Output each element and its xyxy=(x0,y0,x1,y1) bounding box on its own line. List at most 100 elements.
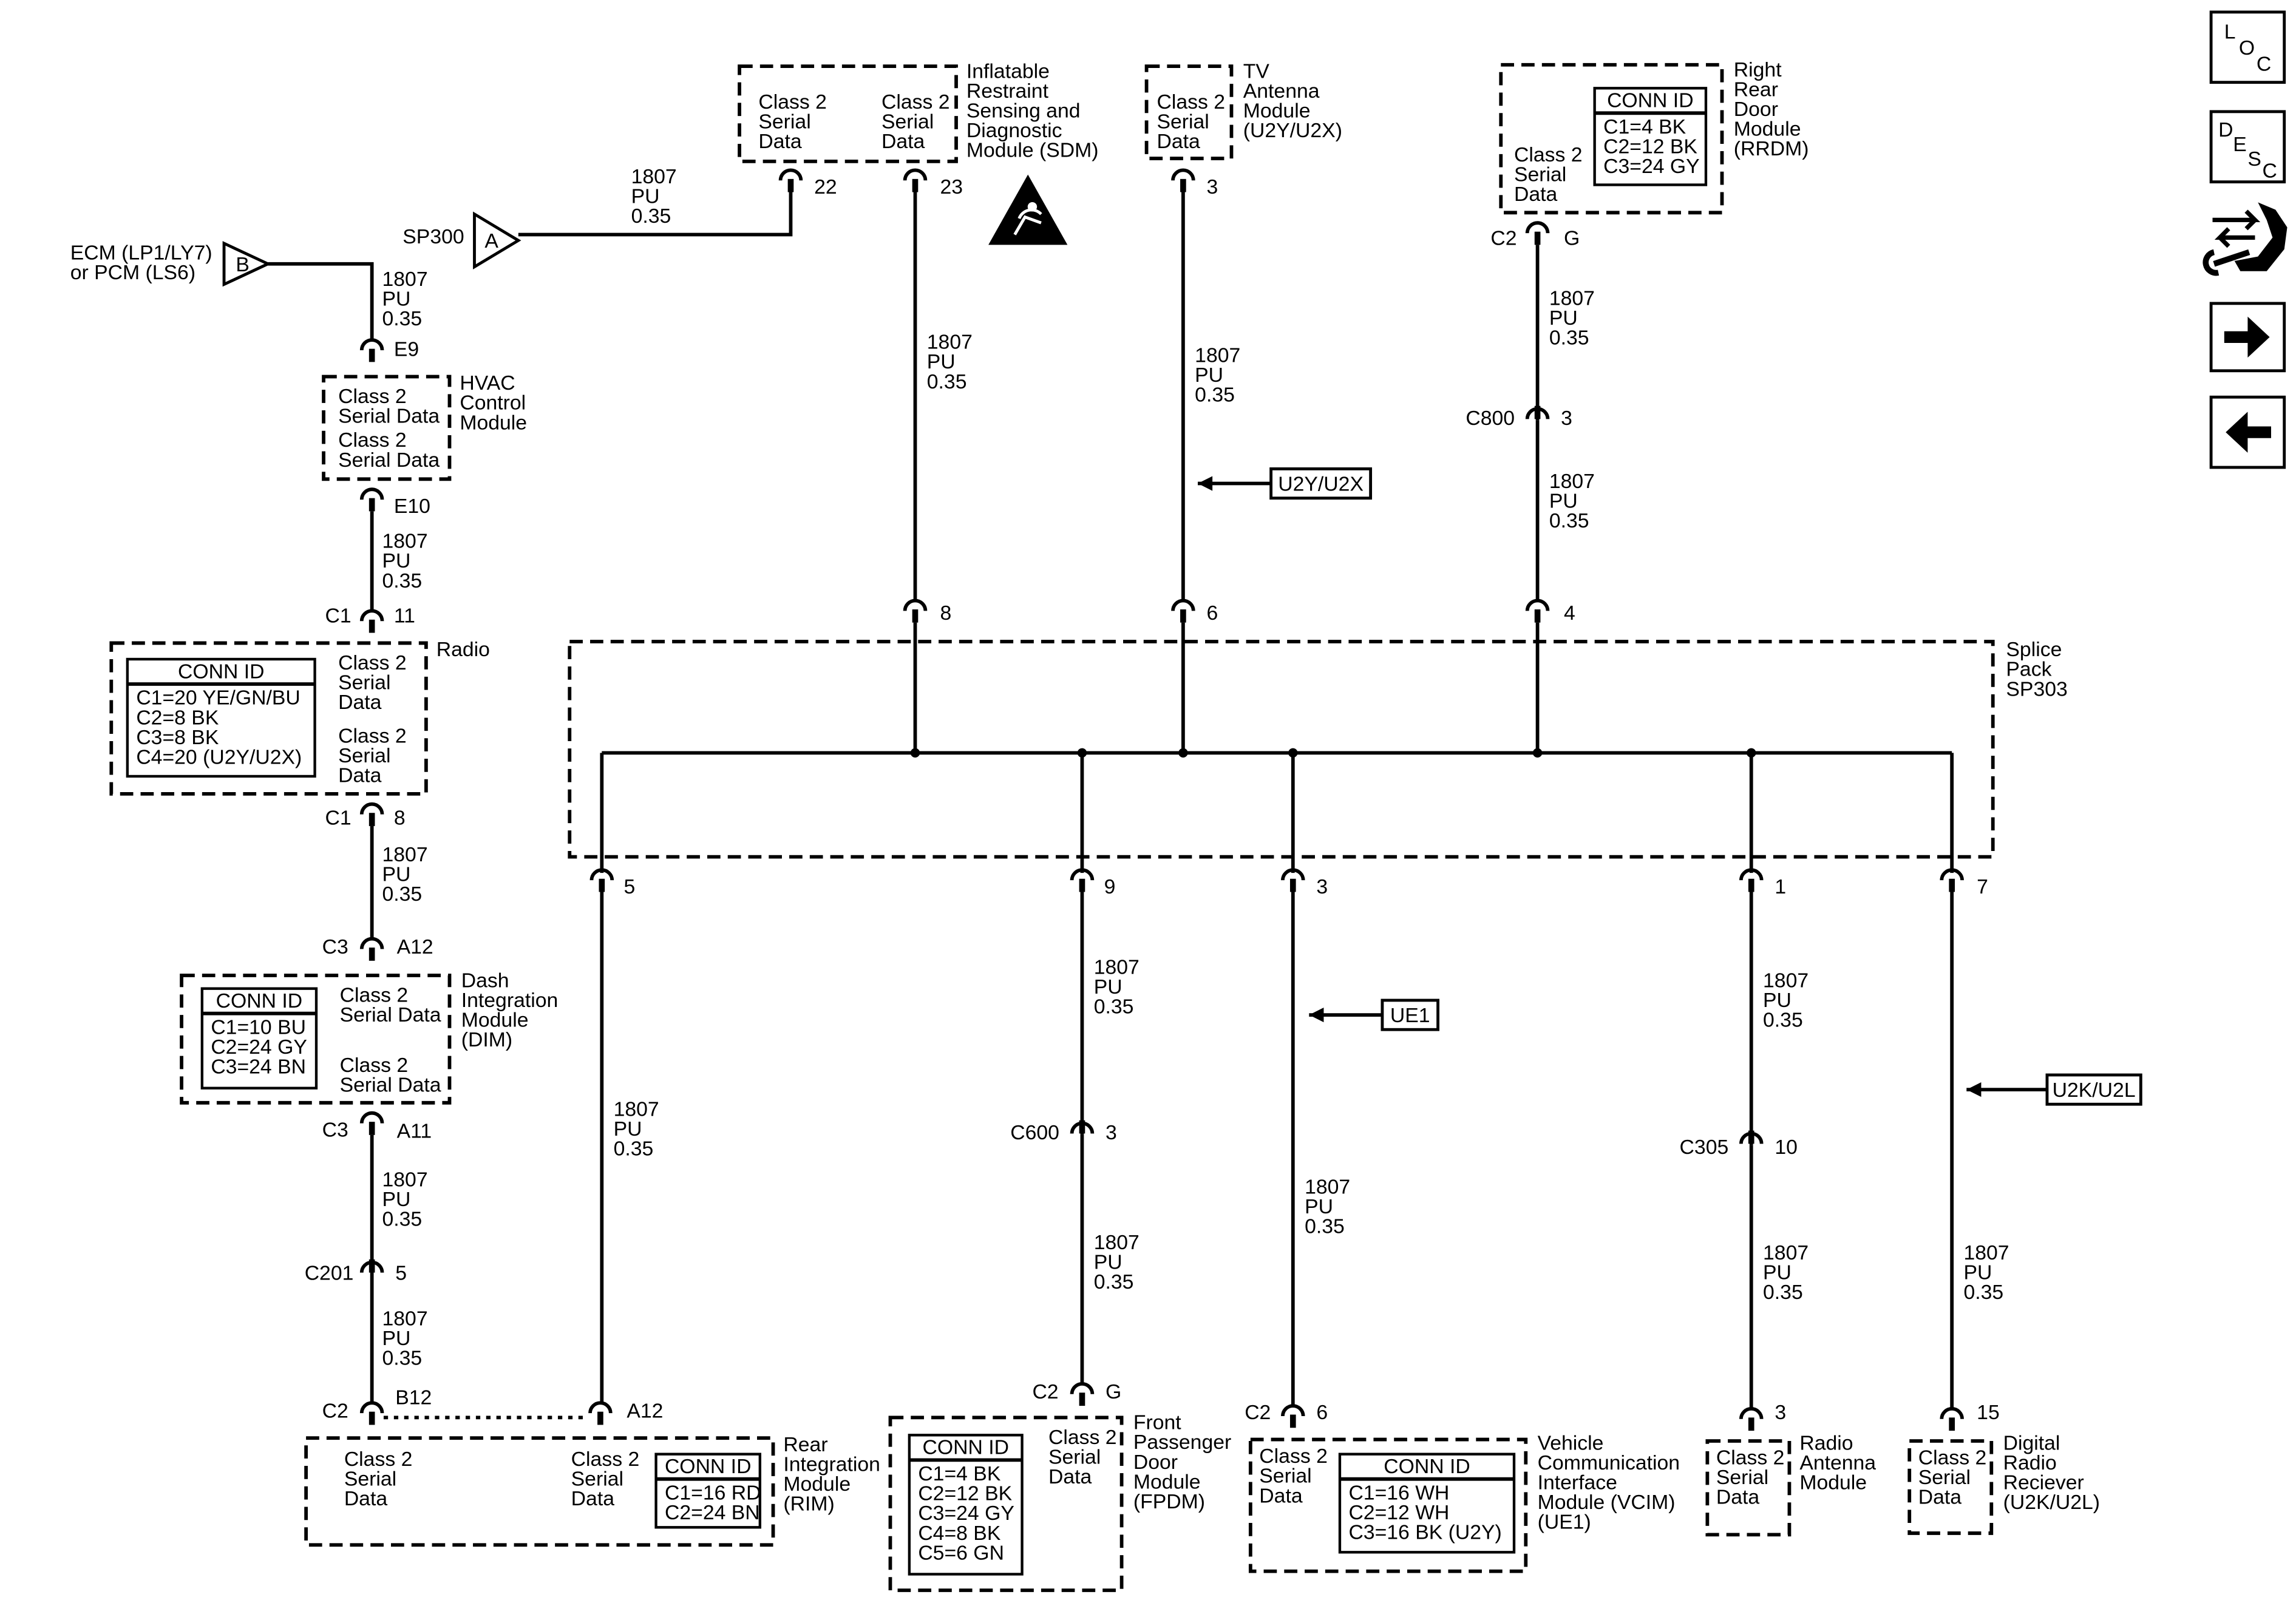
wire-color: PU xyxy=(1549,489,1578,512)
wire-circuit-number: 1807 xyxy=(927,331,973,354)
wire-color: PU xyxy=(382,549,411,572)
connector-label: C800 xyxy=(1466,407,1515,430)
hvac-module-label: HVAC xyxy=(460,371,515,395)
fpdm-module-label: Module xyxy=(1133,1470,1201,1493)
rrdm-module-label: (RRDM) xyxy=(1734,137,1809,160)
connector-pin xyxy=(362,340,382,362)
arrowhead-icon xyxy=(1309,1008,1324,1023)
wire-color: PU xyxy=(1763,989,1792,1012)
front-passenger-door-module xyxy=(888,1415,1124,1592)
serial-data-label: Serial xyxy=(1918,1466,1971,1489)
loc-letter: L xyxy=(2224,20,2236,43)
tv-module-label: TV xyxy=(1243,59,1270,83)
rim-module-label: Rear xyxy=(783,1433,827,1456)
serial-data-label: Class 2 xyxy=(340,983,409,1006)
radio-module xyxy=(109,641,428,796)
tools-icon[interactable] xyxy=(2203,202,2288,276)
wire-color: PU xyxy=(1195,364,1223,387)
conn-id-entry: C3=16 BK (U2Y) xyxy=(1348,1521,1501,1544)
vcim-module-label: Module (VCIM) xyxy=(1538,1491,1676,1514)
serial-data-label: Data xyxy=(1918,1486,1962,1509)
loc-button[interactable] xyxy=(2209,10,2286,84)
option-tag-u2y xyxy=(1269,467,1373,500)
dim-module-label: Dash xyxy=(461,969,509,992)
serial-data-label: Class 2 xyxy=(1716,1446,1785,1470)
serial-data-label: Serial xyxy=(1156,110,1209,134)
serial-data-label: Data xyxy=(1514,183,1558,206)
loc-letter: C xyxy=(2257,52,2271,75)
conn-id-box xyxy=(654,1453,761,1529)
pin-label: 10 xyxy=(1775,1136,1798,1159)
wire-circuit-number: 1807 xyxy=(1763,969,1809,992)
serial-data-label: Serial xyxy=(1716,1466,1768,1489)
wire-circuit-number: 1807 xyxy=(614,1098,659,1121)
wire-gauge: 0.35 xyxy=(382,883,423,906)
conn-id-entry: C2=12 BK xyxy=(918,1482,1012,1505)
ecm-module-label: ECM (LP1/LY7) xyxy=(70,242,212,265)
pin-label: 22 xyxy=(814,175,837,198)
loc-letter: O xyxy=(2239,36,2255,59)
conn-id-entry: C2=8 BK xyxy=(136,706,219,729)
conn-id-title: CONN ID xyxy=(922,1436,1009,1459)
option-tag-u2k xyxy=(2045,1073,2142,1106)
wire-gauge: 0.35 xyxy=(1763,1281,1803,1304)
conn-id-entry: C3=24 GY xyxy=(918,1502,1014,1525)
serial-data-label: Data xyxy=(571,1487,615,1510)
dim-module-label: Integration xyxy=(461,989,559,1012)
wire-circuit-number: 1807 xyxy=(1549,470,1595,493)
serial-data-label: Serial xyxy=(1048,1445,1101,1468)
serial-data-label: Class 2 xyxy=(338,385,407,408)
fpdm-module-label: (FPDM) xyxy=(1133,1490,1205,1513)
conn-id-entry: C4=8 BK xyxy=(918,1522,1001,1545)
option-tag-ue1 xyxy=(1381,998,1439,1031)
serial-data-label: Serial Data xyxy=(340,1003,441,1026)
ecm-module-label: or PCM (LS6) xyxy=(70,261,195,284)
wire-color: PU xyxy=(1963,1261,1992,1284)
wire-circuit-number: 1807 xyxy=(631,165,677,188)
conn-id-title: CONN ID xyxy=(178,660,265,683)
serial-data-label: Serial xyxy=(881,110,934,134)
splice-junction xyxy=(1747,748,1756,758)
wire-gauge: 0.35 xyxy=(1094,995,1134,1019)
inline-connector xyxy=(1741,1131,1762,1144)
tv-module-label: Antenna xyxy=(1243,80,1320,103)
pin-label: A12 xyxy=(397,935,433,958)
wire-color: PU xyxy=(927,350,956,373)
pin-label: 5 xyxy=(395,1262,407,1285)
connector-pin xyxy=(905,600,926,622)
radio-antenna-module xyxy=(1705,1439,1792,1537)
conn-id-box xyxy=(200,987,318,1090)
serial-data-label: Serial xyxy=(344,1468,396,1491)
desc-button[interactable] xyxy=(2209,110,2286,184)
inline-connector xyxy=(362,1259,382,1273)
pin-label: B12 xyxy=(395,1386,432,1409)
wire-color: PU xyxy=(1094,1251,1123,1274)
desc-letter: E xyxy=(2233,133,2247,156)
wire-gauge: 0.35 xyxy=(631,205,671,228)
splice-junction xyxy=(1288,748,1298,758)
radio-antenna-label: Module xyxy=(1799,1471,1867,1494)
serial-data-label: Class 2 xyxy=(1048,1426,1117,1449)
wire-color: PU xyxy=(1305,1195,1333,1218)
connector-pin xyxy=(362,611,382,632)
conn-id-title: CONN ID xyxy=(1384,1455,1470,1478)
serial-data-label: Class 2 xyxy=(758,90,827,114)
radio-antenna-label: Antenna xyxy=(1799,1451,1876,1474)
connector-pin xyxy=(1741,1409,1762,1431)
wire-gauge: 0.35 xyxy=(1305,1215,1345,1238)
serial-data-label: Class 2 xyxy=(344,1448,413,1471)
connector-pin xyxy=(1527,223,1548,245)
fpdm-module-label: Door xyxy=(1133,1451,1178,1474)
pin-label: 3 xyxy=(1775,1401,1786,1424)
pin-label: 3 xyxy=(1316,875,1328,898)
tv-module-label: Module xyxy=(1243,100,1311,123)
rrdm-module xyxy=(1499,63,1724,215)
serial-data-label: Serial Data xyxy=(338,404,440,427)
serial-data-label: Class 2 xyxy=(881,90,950,114)
sdm-module xyxy=(738,64,958,163)
connector-label: C2 xyxy=(1032,1380,1058,1403)
serial-data-label: Data xyxy=(338,764,382,787)
radio-antenna-label: Radio xyxy=(1799,1431,1853,1454)
wire-circuit-number: 1807 xyxy=(1963,1241,2009,1264)
